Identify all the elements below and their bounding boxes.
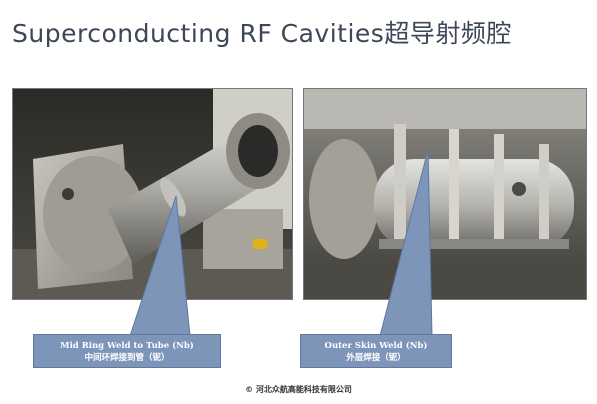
mid-ring-weld-photo: [12, 88, 293, 300]
outer-skin-weld-callout: Outer Skin Weld (Nb) 外层焊接（铌）: [300, 334, 452, 368]
callout-title: Outer Skin Weld (Nb): [324, 341, 428, 351]
callout-title: Mid Ring Weld to Tube (Nb): [60, 341, 194, 351]
copyright-footer: © 河北众航高能科技有限公司: [245, 385, 352, 394]
callout-subtitle: 外层焊接（铌）: [346, 353, 406, 363]
mid-ring-weld-callout: Mid Ring Weld to Tube (Nb) 中间环焊接到管（铌）: [33, 334, 221, 368]
outer-skin-weld-photo: [303, 88, 587, 300]
callout-subtitle: 中间环焊接到管（铌）: [84, 353, 170, 363]
slide-title: Superconducting RF Cavities超导射频腔: [12, 19, 512, 48]
